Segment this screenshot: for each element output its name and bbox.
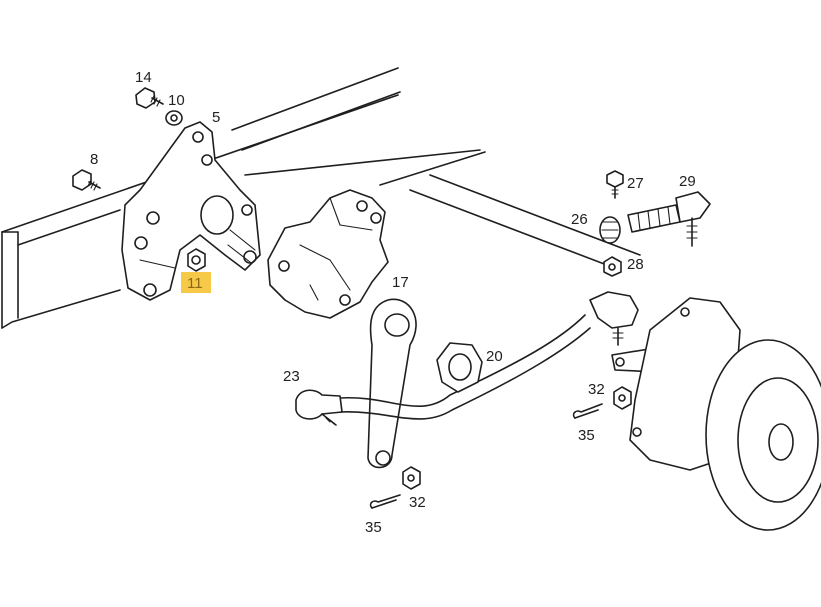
callout-29: 29 bbox=[679, 173, 696, 190]
nut-icon[interactable] bbox=[187, 248, 206, 272]
callout-32: 32 bbox=[409, 494, 426, 511]
steering-gear-bracket bbox=[121, 121, 261, 301]
steering-gear-box bbox=[267, 189, 389, 319]
tie-rod-end-icon bbox=[627, 191, 711, 247]
adjusting-sleeve-icon bbox=[599, 216, 621, 244]
callout-26: 26 bbox=[571, 211, 588, 228]
castle-nut-icon bbox=[436, 342, 483, 393]
callout-10: 10 bbox=[168, 92, 185, 109]
callout-28: 28 bbox=[627, 256, 644, 273]
callout-20: 20 bbox=[486, 348, 503, 365]
callout-17: 17 bbox=[392, 274, 409, 291]
ball-joint-icon bbox=[295, 389, 343, 426]
bolt-icon bbox=[606, 170, 624, 199]
callout-27: 27 bbox=[627, 175, 644, 192]
washer-icon bbox=[165, 110, 183, 126]
brake-disc bbox=[705, 339, 821, 531]
highlight-box bbox=[181, 272, 211, 293]
cotter-pin-icon bbox=[369, 494, 401, 509]
callout-14: 14 bbox=[135, 69, 152, 86]
bolt-icon bbox=[135, 87, 164, 109]
bolt-icon bbox=[72, 169, 101, 191]
nut-icon bbox=[402, 466, 421, 490]
callout-23: 23 bbox=[283, 368, 300, 385]
callout-35: 35 bbox=[365, 519, 382, 536]
center-tie-rod bbox=[339, 314, 591, 420]
callout-5: 5 bbox=[212, 109, 220, 126]
nut-icon bbox=[603, 256, 622, 277]
nut-icon bbox=[613, 386, 632, 410]
callout-11[interactable]: 11 bbox=[187, 275, 203, 292]
callout-35: 35 bbox=[578, 427, 595, 444]
tie-rod-end bbox=[589, 291, 639, 346]
callout-labels: 14 10 5 8 11 17 20 23 32 35 27 29 26 28 … bbox=[90, 69, 696, 536]
idler-arm bbox=[367, 298, 417, 469]
cotter-pin-icon bbox=[572, 403, 603, 419]
callout-32: 32 bbox=[588, 381, 605, 398]
callout-8: 8 bbox=[90, 151, 98, 168]
